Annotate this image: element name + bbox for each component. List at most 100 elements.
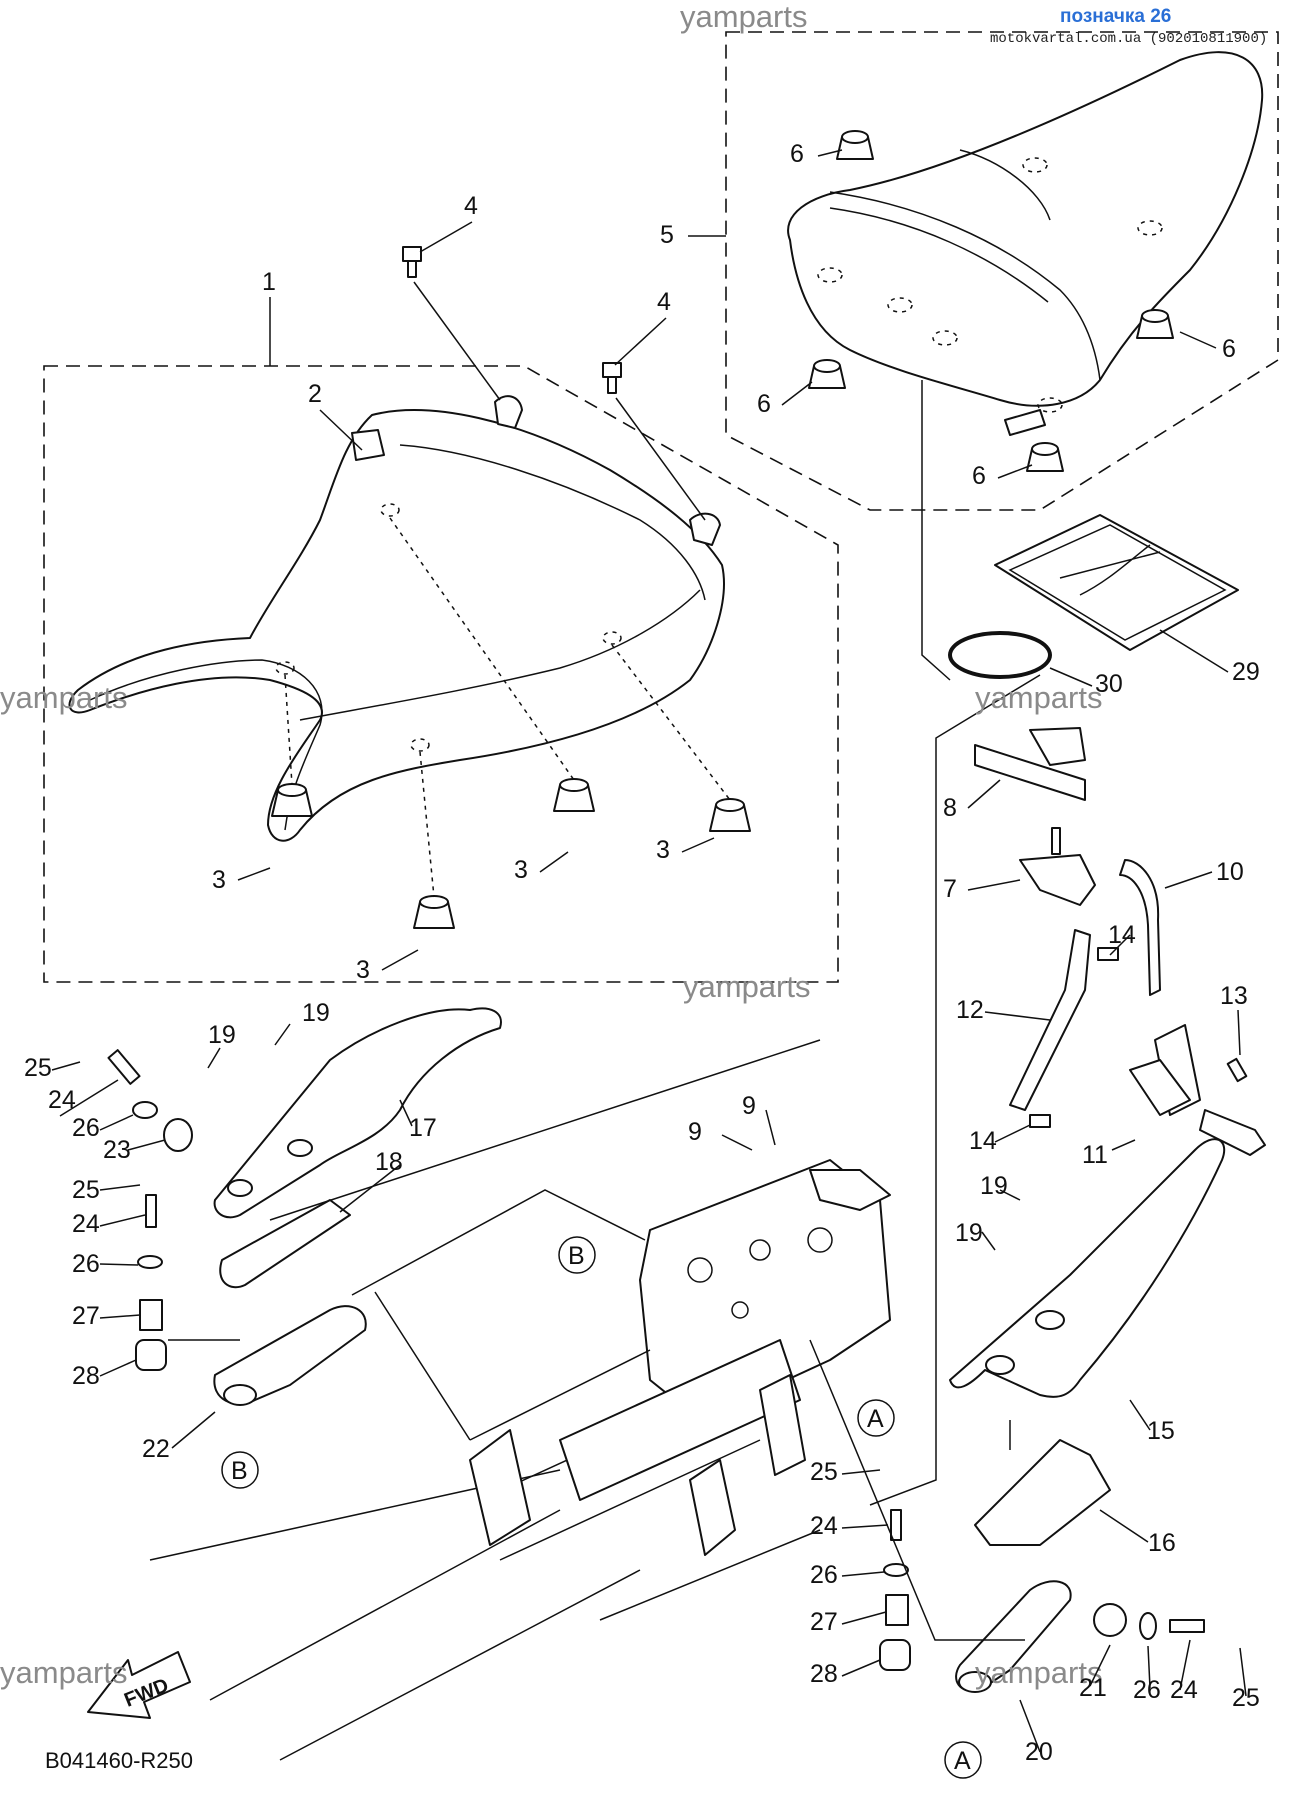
- callout-19: 19: [955, 1219, 983, 1247]
- bolt-24c: [890, 1509, 902, 1541]
- callout-5: 5: [660, 221, 674, 249]
- grab-bar-cover-18: [219, 1199, 351, 1289]
- damper-6a: [836, 130, 874, 160]
- callout-labels: 1 2 3 3 3 3 4 4 5 6 6 6 6 7 8 9 9 10 11 …: [24, 140, 1260, 1766]
- callout-27: 27: [810, 1608, 838, 1636]
- callout-10: 10: [1216, 858, 1244, 886]
- o-ring: [948, 631, 1052, 679]
- grommet-28-group: [135, 1339, 911, 1671]
- watermark: yamparts: [975, 680, 1102, 715]
- washer-26-group: [132, 1101, 1157, 1640]
- svg-text:A: A: [954, 1747, 971, 1775]
- callout-16: 16: [1148, 1529, 1176, 1557]
- ref-mark-b-top: B: [558, 1236, 596, 1274]
- callout-7: 7: [943, 875, 957, 903]
- header-title: позначка 26: [1060, 6, 1171, 27]
- callout-6: 6: [790, 140, 804, 168]
- bolt-24b: [145, 1194, 157, 1228]
- callout-6: 6: [972, 462, 986, 490]
- callout-25: 25: [24, 1054, 52, 1082]
- collar-27-group: [139, 1299, 909, 1626]
- callout-11: 11: [1082, 1141, 1108, 1169]
- bolt-24a: [107, 1049, 141, 1085]
- callout-28: 28: [72, 1362, 100, 1390]
- callout-1: 1: [262, 268, 276, 296]
- screw-13: [1226, 1057, 1248, 1083]
- passenger-seat-group-box: [725, 31, 1279, 511]
- stay-22: [213, 1305, 367, 1406]
- grab-bar-cover-16: [974, 1439, 1111, 1546]
- watermark: yamparts: [683, 969, 810, 1004]
- callout-24: 24: [48, 1086, 76, 1114]
- watermark: yamparts: [975, 1655, 1102, 1690]
- damper-6c: [1136, 309, 1174, 339]
- callout-19: 19: [980, 1172, 1008, 1200]
- grab-bar-15: [949, 1138, 1226, 1398]
- callout-23: 23: [103, 1136, 131, 1164]
- diagram-code: B041460-R250: [45, 1748, 193, 1773]
- damper-6b: [808, 359, 846, 389]
- bolt-4b: [602, 362, 622, 394]
- callout-14: 14: [1108, 921, 1136, 949]
- ref-mark-a-bottom: A: [944, 1741, 982, 1779]
- callout-19: 19: [302, 999, 330, 1027]
- callout-19: 19: [208, 1021, 236, 1049]
- collar-21: [1093, 1603, 1127, 1637]
- stay-20: [955, 1580, 1072, 1693]
- callout-2: 2: [308, 380, 322, 408]
- callout-30: 30: [1095, 670, 1123, 698]
- shop-reference: motokvartal.com.ua (902010811900): [990, 31, 1267, 47]
- callout-14: 14: [969, 1127, 997, 1155]
- callout-3: 3: [656, 836, 670, 864]
- callout-4: 4: [657, 288, 671, 316]
- callout-9: 9: [688, 1118, 702, 1146]
- callout-25: 25: [72, 1176, 100, 1204]
- callout-24: 24: [1170, 1676, 1198, 1704]
- callout-17: 17: [409, 1114, 437, 1142]
- damper-6d: [1026, 442, 1064, 472]
- callout-13: 13: [1220, 982, 1248, 1010]
- watermark: yamparts: [0, 680, 127, 715]
- callout-24: 24: [810, 1512, 838, 1540]
- grab-bar-17: [213, 1007, 502, 1219]
- callout-26: 26: [72, 1114, 100, 1142]
- callout-21: 21: [1079, 1674, 1107, 1702]
- seat-lock-7: [1019, 827, 1096, 906]
- tool-pouch: [994, 514, 1239, 651]
- callout-25: 25: [1232, 1684, 1260, 1712]
- main-switch-11: [1129, 1024, 1266, 1156]
- callout-26: 26: [72, 1250, 100, 1278]
- callout-8: 8: [943, 794, 957, 822]
- callout-4: 4: [464, 192, 478, 220]
- screw-14b: [1029, 1114, 1051, 1128]
- bolt-24d: [1169, 1619, 1205, 1633]
- leader-4a: [413, 281, 501, 401]
- ref-mark-a-top: A: [857, 1399, 895, 1437]
- seat-lock-cable-10: [1119, 859, 1161, 996]
- seat-damper-3a: [271, 783, 313, 817]
- washer-23: [163, 1118, 193, 1152]
- callout-6: 6: [1222, 335, 1236, 363]
- callout-24: 24: [72, 1210, 100, 1238]
- bolt-4a: [402, 246, 422, 278]
- watermark: yamparts: [0, 1655, 127, 1690]
- assembly-lines: [168, 380, 1041, 1641]
- passenger-seat: [787, 51, 1264, 436]
- rear-frame: [149, 1159, 891, 1761]
- callout-15: 15: [1147, 1417, 1175, 1445]
- rider-seat: [68, 395, 725, 842]
- callout-28: 28: [810, 1660, 838, 1688]
- callout-9: 9: [742, 1092, 756, 1120]
- callout-3: 3: [212, 866, 226, 894]
- callout-20: 20: [1025, 1738, 1053, 1766]
- svg-text:B: B: [231, 1457, 248, 1485]
- callout-26: 26: [1133, 1676, 1161, 1704]
- leader-4b: [615, 397, 706, 521]
- callout-29: 29: [1232, 658, 1260, 686]
- lock-stay-8: [974, 727, 1086, 801]
- callout-22: 22: [142, 1435, 170, 1463]
- svg-text:A: A: [867, 1405, 884, 1433]
- svg-text:B: B: [568, 1242, 585, 1270]
- callout-27: 27: [72, 1302, 100, 1330]
